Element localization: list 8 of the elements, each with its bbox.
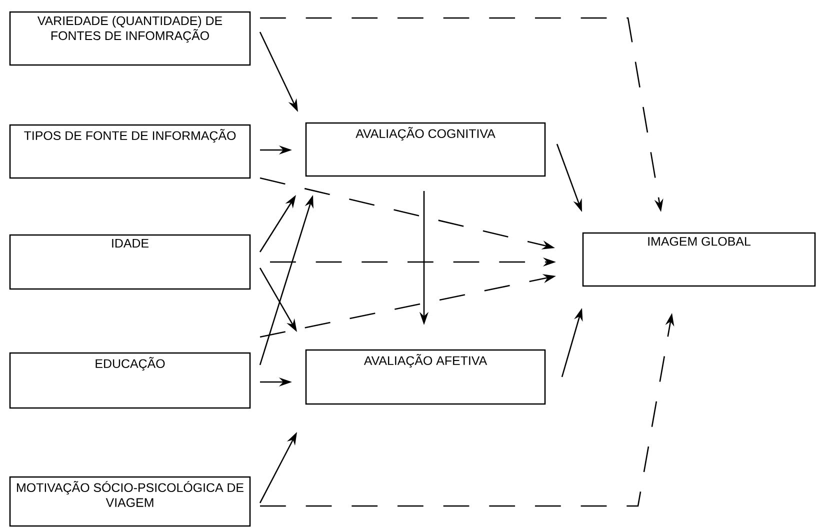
text-box: AVALIAÇÃO AFETIVA	[305, 349, 546, 405]
text-box: TIPOS DE FONTE DE INFORMAÇÃO	[9, 124, 251, 179]
text-box: IDADE	[9, 234, 251, 290]
text-box: AVALIAÇÃO COGNITIVA	[305, 122, 546, 177]
text-box: MOTIVAÇÃO SÓCIO-PSICOLÓGICA DE VIAGEM	[9, 476, 251, 527]
text-box: IMAGEM GLOBAL	[582, 232, 816, 287]
text-box: VARIEDADE (QUANTIDADE) DE FONTES DE INFOMRAÇÃO	[9, 11, 251, 66]
text-box: EDUCAÇÃO	[9, 352, 251, 409]
